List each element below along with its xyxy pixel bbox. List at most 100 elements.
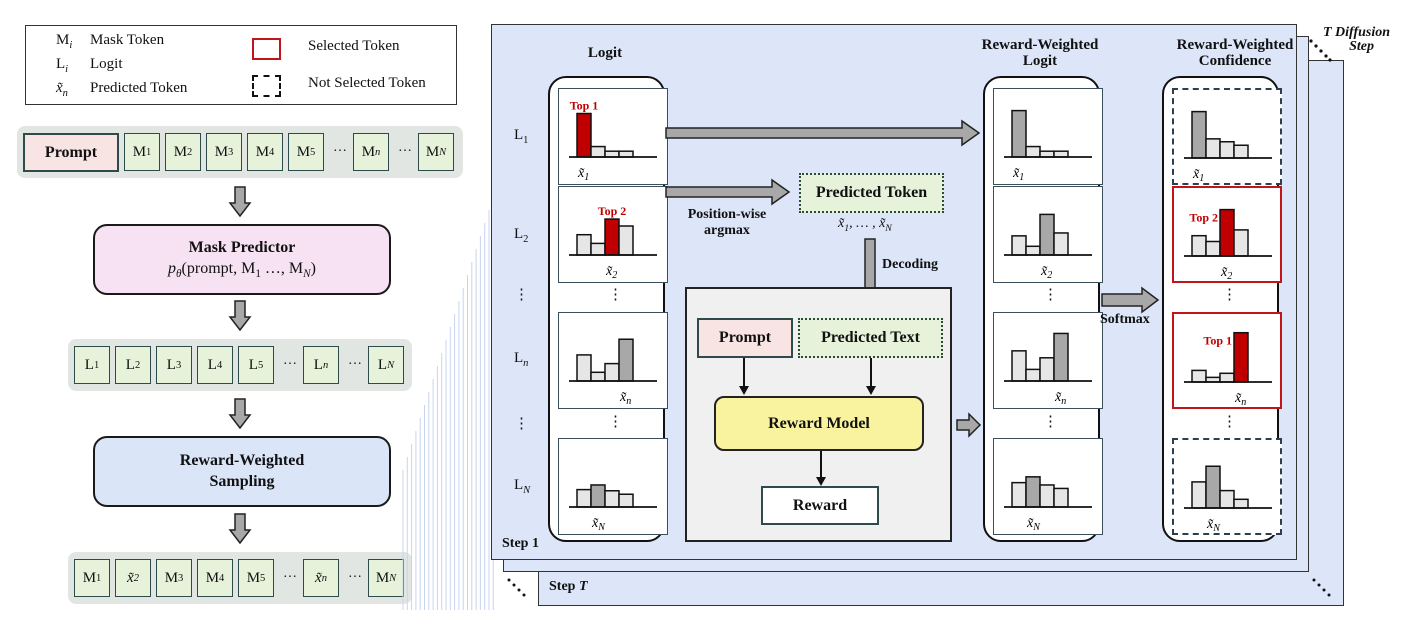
highlighted-bar xyxy=(618,338,634,382)
logit-column-title: Logit xyxy=(587,45,623,61)
vertical-ellipsis: ⋮ xyxy=(1043,414,1058,430)
vertical-ellipsis: ⋮ xyxy=(1222,414,1237,430)
token-label: x̃1 xyxy=(1192,167,1204,184)
ellipsis: … xyxy=(283,566,297,581)
bar xyxy=(618,493,634,508)
bar xyxy=(1025,368,1041,382)
arrow-down-thin-icon xyxy=(739,358,749,395)
highlighted-bar xyxy=(604,218,620,256)
histogram: x̃n Top 1 xyxy=(1184,331,1272,408)
row-label: Ln xyxy=(514,350,529,369)
sampling-line2: Sampling xyxy=(209,472,275,490)
bar xyxy=(1039,484,1055,508)
step-1-label: Step 1 xyxy=(502,536,539,551)
vertical-ellipsis: ⋮ xyxy=(608,414,623,430)
legend: Mi Mask Token Li Logit x̃n Predicted Tok… xyxy=(25,25,457,105)
row-label: LN xyxy=(514,477,531,496)
predicted-text-box: Predicted Text xyxy=(798,318,943,358)
token-label: x̃2 xyxy=(605,264,617,281)
histogram: x̃1 xyxy=(1004,109,1092,183)
token-label: x̃1 xyxy=(577,166,589,183)
arrow-down-icon xyxy=(228,300,252,332)
histogram: x̃N xyxy=(569,484,657,533)
reward-model-box: Reward Model xyxy=(714,396,924,451)
rw-confidence-column-title: Reward-Weighted Confidence xyxy=(1176,37,1294,69)
vertical-ellipsis: ⋮ xyxy=(608,287,623,303)
token: x̃2 xyxy=(115,559,151,597)
not-selected-swatch xyxy=(252,75,281,97)
bar xyxy=(1191,369,1207,383)
reward-prompt-box: Prompt xyxy=(697,318,793,358)
rw-logit-column-title: Reward-Weighted Logit xyxy=(981,37,1099,69)
bar xyxy=(618,225,634,256)
bar xyxy=(1205,240,1221,257)
vertical-ellipsis: ⋮ xyxy=(1222,287,1237,303)
mask-predictor-box: Mask Predictor pθ(prompt, M1 …, MN) xyxy=(93,224,391,295)
histogram: x̃N xyxy=(1184,465,1272,534)
token-label: x̃n xyxy=(1054,390,1066,407)
token-label: x̃1 xyxy=(1012,166,1024,183)
histogram: x̃n xyxy=(1004,332,1092,407)
sampling-line1: Reward-Weighted xyxy=(179,451,305,469)
histogram: x̃2 Top 2 xyxy=(1184,208,1272,282)
token: x̃n xyxy=(303,559,339,597)
bar xyxy=(1025,145,1041,158)
arrow-right-icon xyxy=(665,119,981,147)
rw-conf-histogram-card: x̃n Top 1 xyxy=(1172,312,1282,409)
token-label: x̃2 xyxy=(1040,264,1052,281)
arrow-down-icon xyxy=(228,513,252,545)
histogram: x̃n xyxy=(569,338,657,407)
ellipsis: … xyxy=(333,140,347,155)
top-rank-tag: Top 1 xyxy=(1203,334,1232,348)
row-label: ⋮ xyxy=(514,416,529,432)
reward-output-box: Reward xyxy=(761,486,879,525)
ellipsis: … xyxy=(398,140,412,155)
bar xyxy=(1233,229,1249,257)
ellipsis-diagonal-icon xyxy=(1312,578,1331,597)
reward-weighted-sampling-box: Reward-Weighted Sampling xyxy=(93,436,391,507)
bar xyxy=(1219,141,1235,159)
histogram: x̃1 xyxy=(1184,110,1272,184)
bar xyxy=(576,488,592,508)
highlighted-bar xyxy=(1039,213,1055,256)
legend-not-selected-label: Not Selected Token xyxy=(308,75,426,91)
selected-swatch xyxy=(252,38,281,60)
ellipsis-diagonal-icon xyxy=(507,578,526,597)
highlighted-bar xyxy=(1053,332,1069,382)
arrow-down-icon xyxy=(228,398,252,430)
bar xyxy=(576,233,592,256)
token-label: x̃n xyxy=(1234,391,1246,408)
token-label: x̃2 xyxy=(1220,265,1232,282)
argmax-label: Position-wise argmax xyxy=(687,207,767,239)
highlighted-bar xyxy=(590,484,606,508)
bar xyxy=(590,145,606,158)
top-rank-tag: Top 2 xyxy=(1189,211,1218,225)
bar xyxy=(1053,232,1069,256)
highlighted-bar xyxy=(1233,331,1249,383)
legend-pred-symbol: x̃n xyxy=(56,80,68,99)
bar xyxy=(1233,498,1249,509)
mask-predictor-title: Mask Predictor xyxy=(188,238,296,256)
highlighted-bar xyxy=(1205,465,1221,509)
legend-logit-label: Logit xyxy=(90,56,123,72)
token-label: x̃N xyxy=(1026,516,1041,533)
ellipsis: … xyxy=(348,353,362,368)
predicted-sequence: x̃1, … , x̃N xyxy=(838,216,892,234)
token-label: x̃N xyxy=(1206,517,1221,534)
ellipsis: … xyxy=(348,566,362,581)
